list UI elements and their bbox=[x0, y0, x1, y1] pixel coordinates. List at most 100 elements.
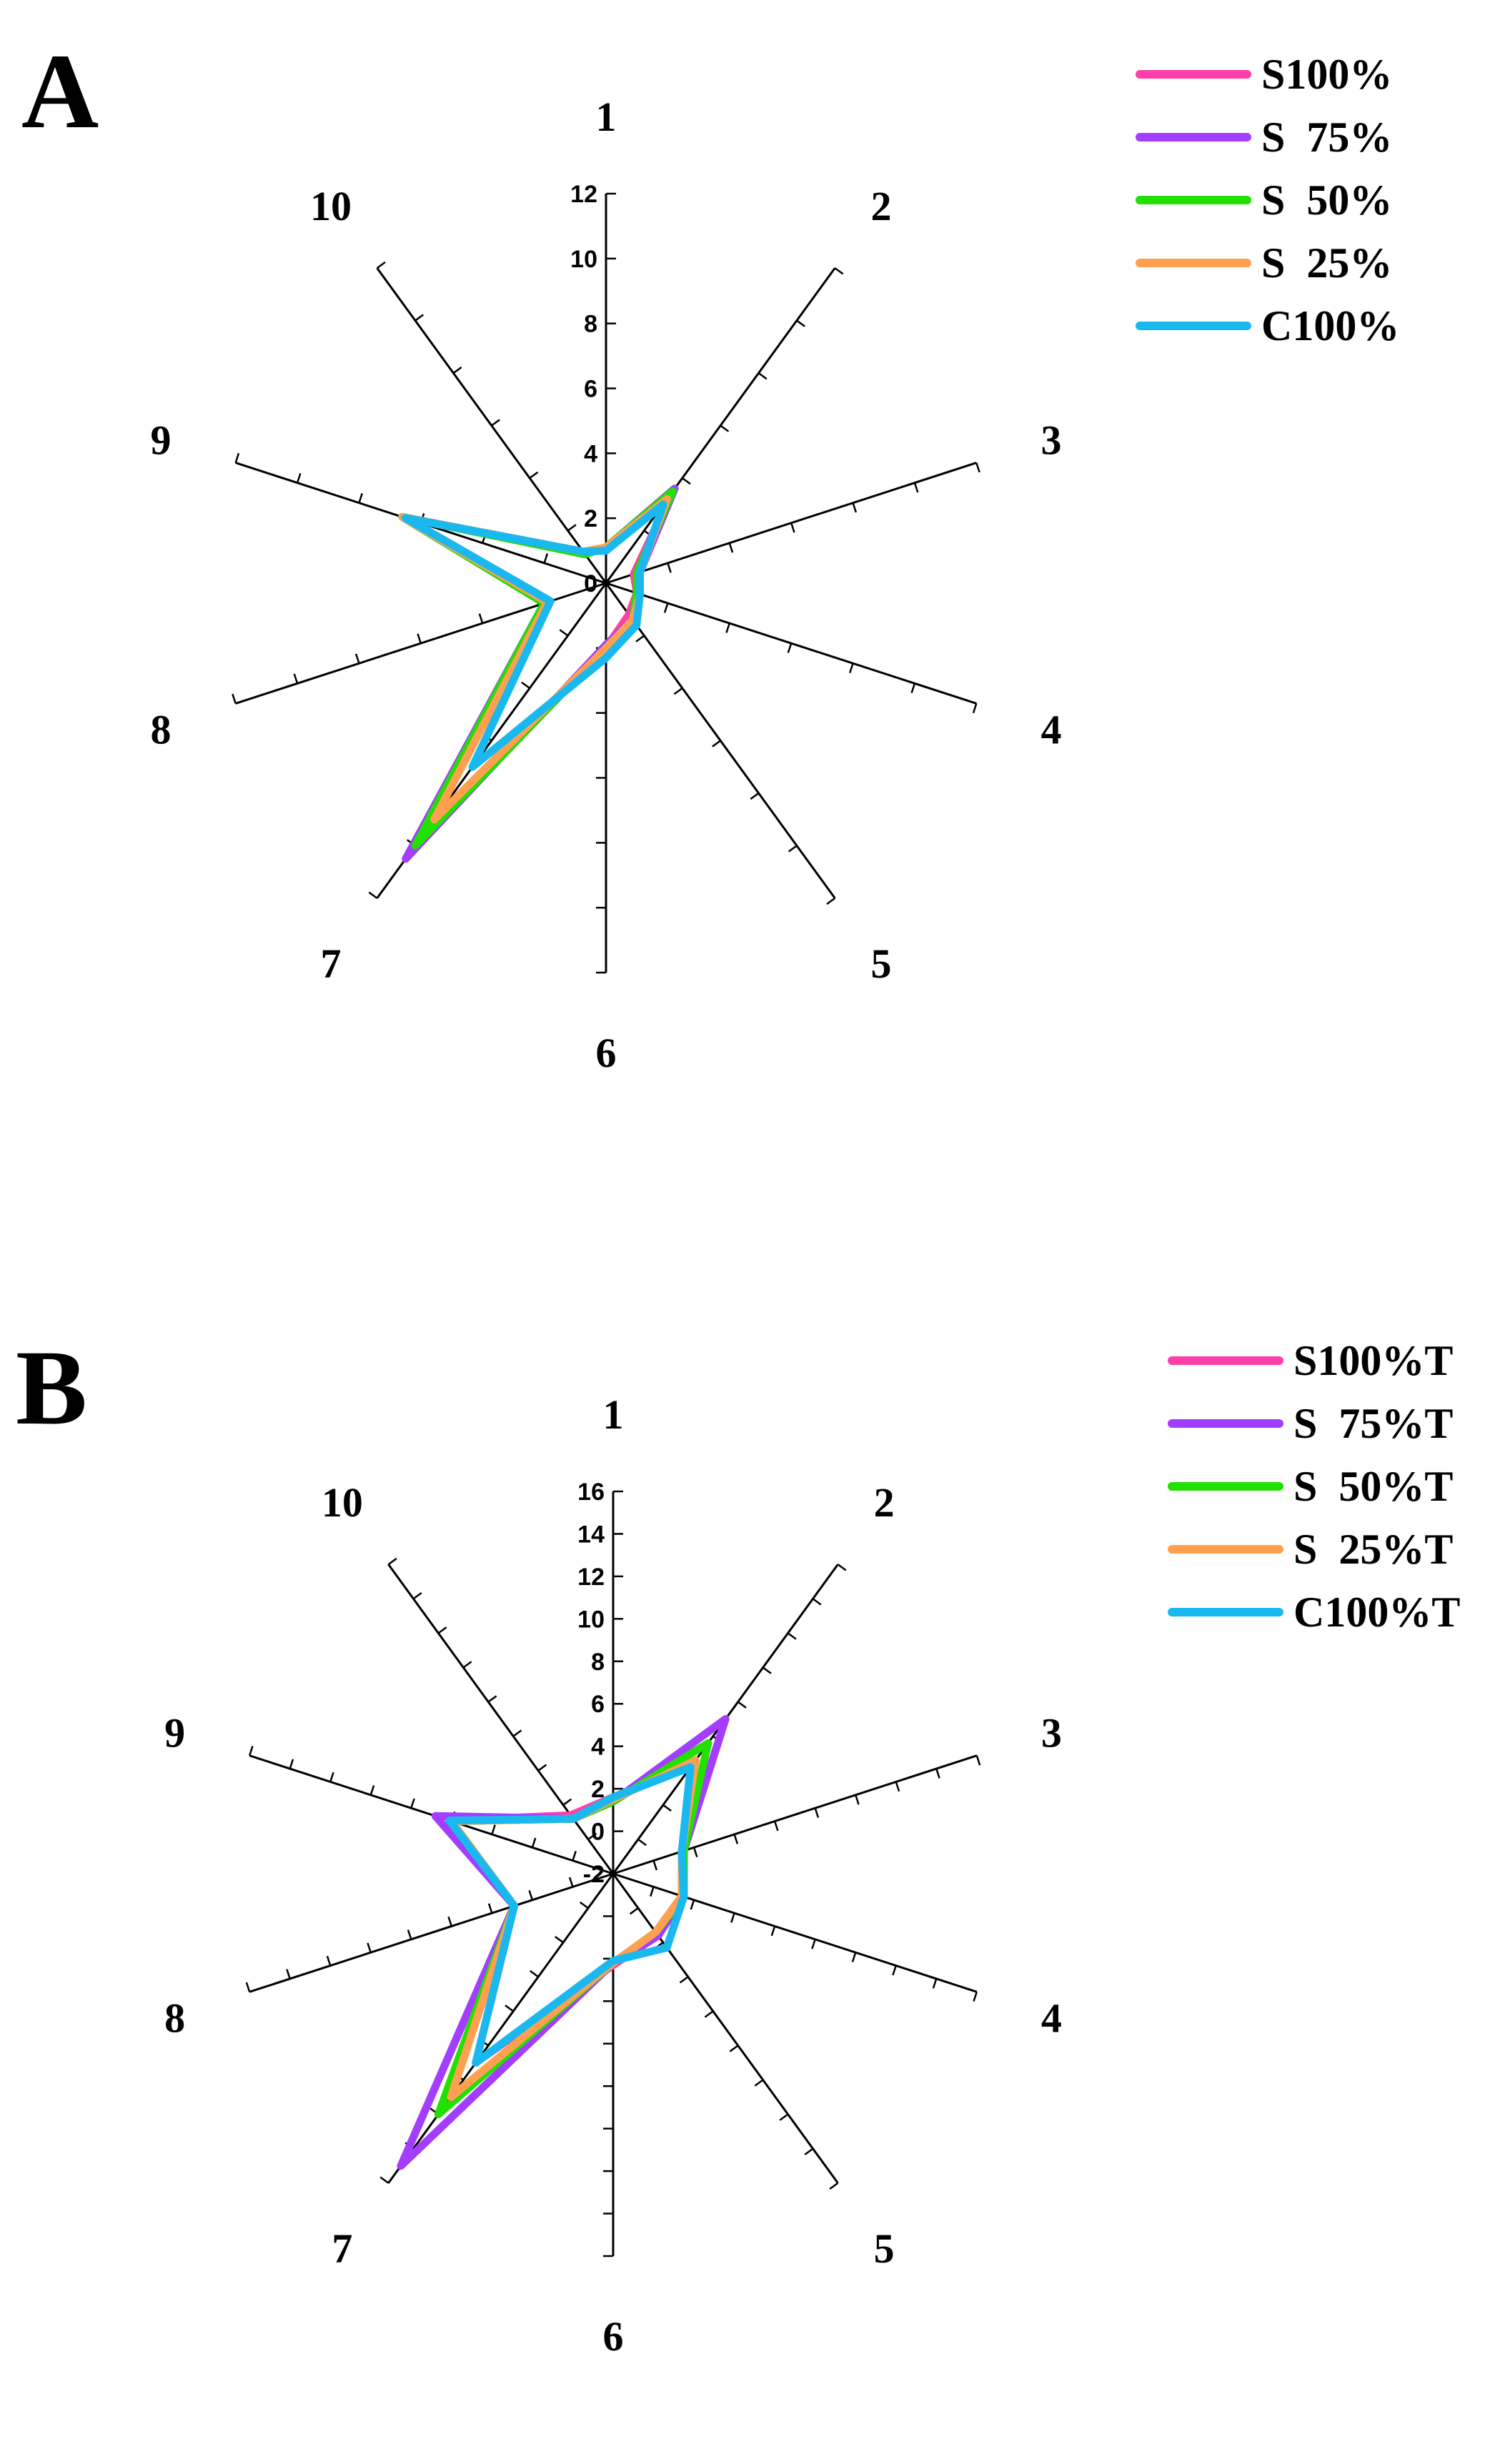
axis-tick bbox=[491, 419, 500, 427]
axis-label-4: 4 bbox=[1041, 1994, 1062, 2041]
radial-tick-label: 12 bbox=[570, 181, 597, 208]
axis-tick bbox=[973, 1991, 978, 2002]
axis-tick bbox=[829, 2182, 839, 2190]
axis-tick bbox=[851, 1952, 857, 1962]
radial-tick-label: 0 bbox=[591, 1819, 605, 1846]
axis-tick bbox=[788, 845, 798, 853]
axis-label-8: 8 bbox=[151, 706, 172, 752]
axis-tick bbox=[690, 1899, 695, 1910]
axis-tick bbox=[579, 1901, 589, 1909]
axis-line-4 bbox=[612, 1872, 978, 1993]
radial-tick-label: 2 bbox=[584, 505, 597, 532]
series-line-5 bbox=[401, 500, 667, 771]
axis-tick bbox=[543, 553, 549, 564]
radial-tick-label: 4 bbox=[584, 440, 597, 467]
legend-label: S100%T bbox=[1293, 1337, 1453, 1384]
axis-tick bbox=[662, 1804, 672, 1812]
axis-tick bbox=[629, 1907, 639, 1915]
axis-tick bbox=[779, 2113, 789, 2121]
axis-tick bbox=[417, 633, 422, 644]
axis-tick bbox=[528, 1890, 534, 1901]
radial-tick-label: 6 bbox=[591, 1691, 605, 1718]
legend-label: S 75%T bbox=[1293, 1400, 1453, 1447]
axis-tick bbox=[452, 366, 462, 374]
axis-tick bbox=[814, 1807, 820, 1818]
axis-tick bbox=[232, 693, 237, 704]
axis-tick bbox=[855, 1794, 860, 1805]
axis-tick bbox=[935, 1768, 940, 1779]
axis-tick bbox=[512, 1729, 522, 1737]
axis-tick bbox=[729, 2045, 739, 2052]
legend-label: C100%T bbox=[1293, 1589, 1460, 1636]
legend-label: S 75% bbox=[1261, 114, 1392, 161]
axis-line-8 bbox=[249, 1872, 614, 1993]
axis-tick bbox=[289, 1759, 294, 1769]
axis-line-3 bbox=[612, 1754, 978, 1875]
axis-tick bbox=[245, 1982, 251, 1992]
axis-tick bbox=[379, 2176, 389, 2184]
axis-tick bbox=[567, 524, 577, 532]
series-line-5 bbox=[445, 1763, 695, 2067]
axis-label-5: 5 bbox=[874, 2225, 895, 2272]
axis-tick bbox=[728, 542, 734, 553]
axis-tick bbox=[505, 2005, 514, 2012]
axis-tick bbox=[692, 1847, 698, 1857]
axis-label-9: 9 bbox=[164, 1710, 185, 1757]
axis-tick bbox=[407, 1929, 412, 1940]
axis-tick bbox=[790, 522, 795, 533]
axis-tick bbox=[521, 681, 530, 689]
axis-tick bbox=[913, 482, 919, 493]
axis-tick bbox=[826, 897, 836, 905]
axis-tick bbox=[975, 1755, 981, 1766]
panel-label: B bbox=[16, 1328, 87, 1447]
axis-tick bbox=[635, 635, 645, 642]
axis-tick bbox=[487, 1695, 497, 1703]
axis-label-3: 3 bbox=[1040, 417, 1061, 464]
axis-tick bbox=[234, 452, 240, 463]
axis-tick bbox=[652, 1860, 658, 1871]
axis-tick bbox=[762, 1666, 772, 1674]
axis-label-1: 1 bbox=[596, 94, 617, 140]
axis-label-6: 6 bbox=[603, 2313, 624, 2360]
axis-label-3: 3 bbox=[1041, 1710, 1062, 1757]
axis-tick bbox=[650, 1886, 655, 1897]
axis-tick bbox=[387, 1557, 397, 1566]
axis-tick bbox=[326, 1955, 332, 1966]
axis-tick bbox=[892, 1965, 897, 1976]
axis-tick bbox=[720, 424, 730, 432]
axis-tick bbox=[491, 1824, 496, 1835]
axis-tick bbox=[787, 642, 793, 653]
radial-tick-label: 2 bbox=[591, 1776, 605, 1803]
axis-tick bbox=[725, 622, 730, 633]
radial-tick-label: -2 bbox=[583, 1861, 605, 1888]
axis-tick bbox=[410, 1798, 415, 1809]
axis-tick bbox=[773, 1821, 779, 1832]
radial-tick-label: 0 bbox=[584, 570, 597, 597]
axis-tick bbox=[682, 477, 691, 485]
axis-tick bbox=[932, 1978, 938, 1989]
axis-tick bbox=[376, 261, 386, 269]
axis-tick bbox=[529, 471, 539, 480]
axis-tick bbox=[286, 1969, 291, 1979]
radial-tick-label: 6 bbox=[584, 376, 597, 403]
axis-label-6: 6 bbox=[596, 1030, 617, 1076]
radial-tick-label: 8 bbox=[584, 311, 597, 338]
radial-tick-label: 10 bbox=[577, 1606, 605, 1633]
axis-tick bbox=[555, 1935, 564, 1944]
axis-tick bbox=[837, 1564, 847, 1571]
axis-label-10: 10 bbox=[322, 1479, 363, 1526]
axis-label-5: 5 bbox=[870, 940, 891, 987]
axis-tick bbox=[568, 1877, 574, 1887]
axis-label-7: 7 bbox=[321, 940, 342, 987]
axis-tick bbox=[248, 1745, 254, 1757]
axis-tick bbox=[412, 1592, 422, 1600]
axis-line-10 bbox=[387, 1564, 615, 1874]
axis-tick bbox=[587, 1832, 597, 1840]
axis-label-7: 7 bbox=[332, 2225, 352, 2272]
legend-label: S 25%T bbox=[1293, 1526, 1453, 1573]
axis-line-7 bbox=[387, 1873, 615, 2184]
axis-tick bbox=[447, 1916, 453, 1927]
axis-tick bbox=[750, 792, 760, 800]
